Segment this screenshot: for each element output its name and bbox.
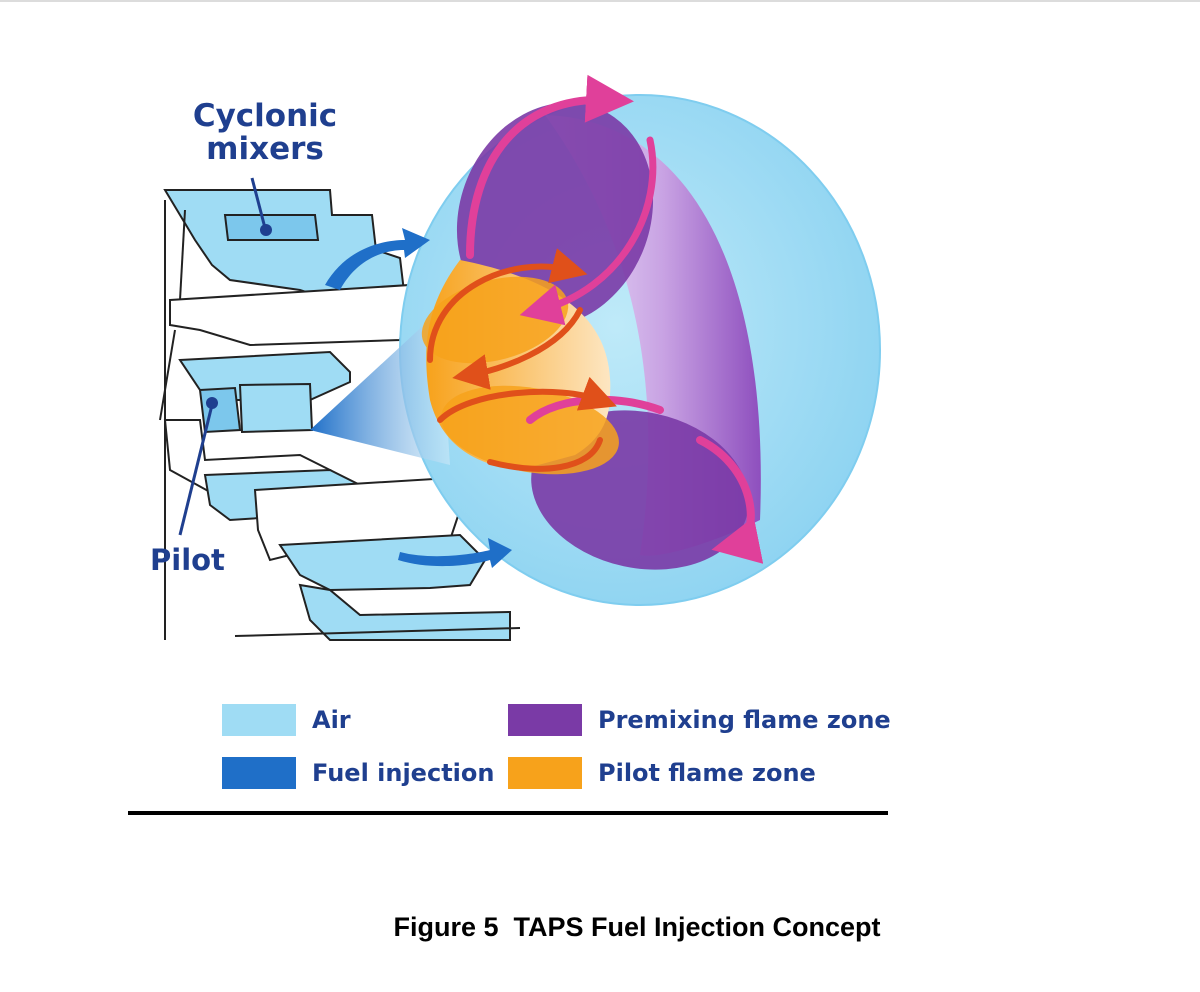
legend-item-premixing-flame-zone: Premixing flame zone bbox=[508, 704, 891, 736]
pilot-swirl-arrow-upper bbox=[427, 248, 588, 363]
legend-divider-rule bbox=[128, 811, 888, 815]
legend-label-air: Air bbox=[312, 706, 351, 734]
pilot-leader bbox=[178, 404, 214, 536]
legend-item-air: Air bbox=[222, 704, 351, 736]
air-flow-arrows bbox=[325, 228, 512, 568]
injector-hardware bbox=[159, 189, 521, 641]
figure-caption: Figure 5 TAPS Fuel Injection Concept bbox=[393, 912, 881, 942]
legend-item-fuel-injection: Fuel injection bbox=[222, 757, 494, 789]
fuel-injection-cone bbox=[310, 310, 450, 465]
pilot-swirl-arrow-bottom bbox=[487, 437, 603, 472]
legend-swatch-premixing-flame-zone bbox=[508, 704, 582, 736]
upper-air-arrow bbox=[325, 228, 430, 290]
pilot-label: Pilot bbox=[150, 543, 225, 577]
swirl-arrows bbox=[427, 74, 764, 564]
cyclonic-mixers-dot bbox=[260, 224, 272, 236]
pilot-swirl-arrow-mid bbox=[452, 307, 583, 390]
legend-item-pilot-flame-zone: Pilot flame zone bbox=[508, 757, 816, 789]
legend-label-pilot-flame-zone: Pilot flame zone bbox=[598, 759, 816, 787]
cyclonic-mixers-leader bbox=[250, 177, 267, 229]
legend-swatch-fuel-injection bbox=[222, 757, 296, 789]
callout-leaders bbox=[178, 177, 272, 536]
premix-swirl-arrow-return bbox=[519, 136, 657, 326]
page-top-rule bbox=[0, 0, 1200, 2]
premix-swirl-arrow-bottom bbox=[696, 436, 764, 564]
lower-air-arrow bbox=[398, 538, 512, 568]
pilot-dot bbox=[206, 397, 218, 409]
cyclonic-mixers-label-line2: mixers bbox=[206, 130, 324, 167]
legend-label-premixing-flame-zone: Premixing flame zone bbox=[598, 706, 891, 734]
pilot-swirl-arrow-lower bbox=[437, 376, 617, 423]
cyclonic-mixers-label-line1: Cyclonic bbox=[192, 98, 338, 134]
cyclonic-mixers-label: Cyclonic mixers bbox=[190, 100, 340, 165]
premix-swirl-arrow-top bbox=[466, 74, 634, 259]
legend-label-fuel-injection: Fuel injection bbox=[312, 759, 495, 787]
legend-swatch-pilot-flame-zone bbox=[508, 757, 582, 789]
legend-swatch-air bbox=[222, 704, 296, 736]
